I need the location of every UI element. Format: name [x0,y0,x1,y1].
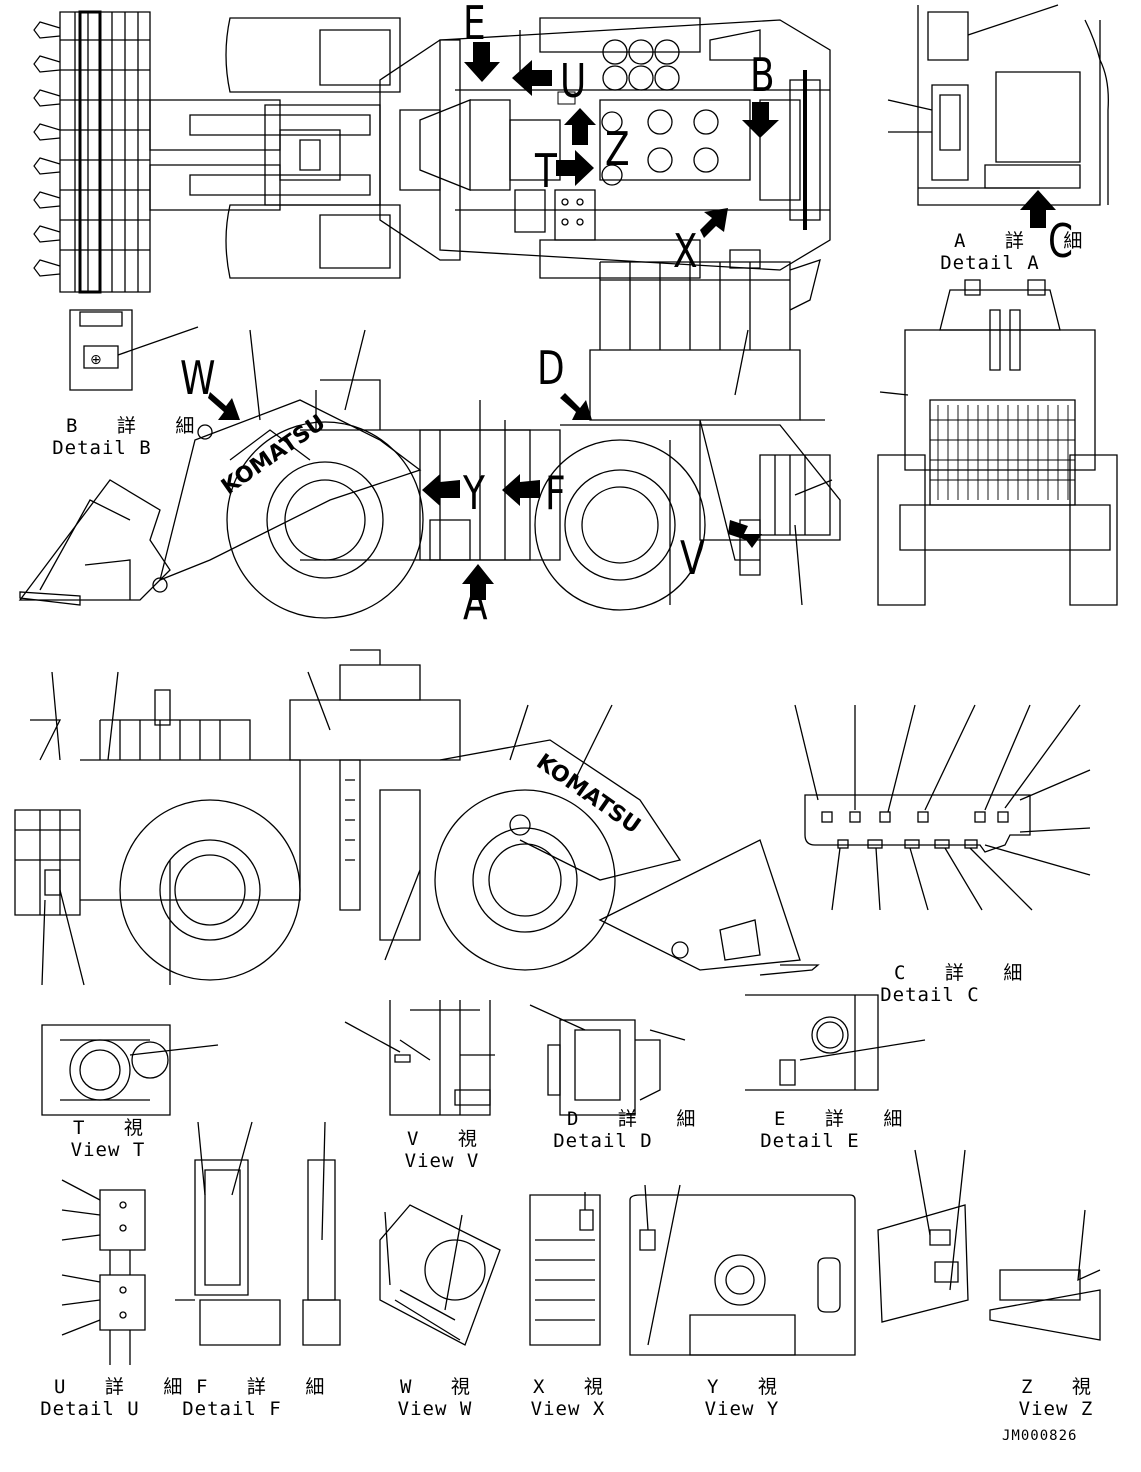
caption-detail-a-en: Detail A [940,252,1040,274]
detail-f-drawing [175,1121,341,1346]
caption-view-t-jp: T 視 [73,1117,157,1139]
view-letter-t: T [535,144,557,198]
view-letter-w: W [180,351,216,405]
view-t-drawing [41,1024,219,1116]
caption-view-w-en: View W [397,1398,473,1420]
caption-view-z-en: View Z [1018,1398,1094,1420]
caption-view-y-jp: Y 視 [707,1376,791,1398]
caption-detail-d-jp: D 詳 細 [567,1108,710,1130]
caption-view-x: X 視 View X [518,1376,618,1420]
view-w-drawing [379,1204,501,1346]
caption-detail-u: U 詳 細 Detail U [40,1376,197,1420]
top-plan-view [33,10,831,294]
caption-detail-f-en: Detail F [182,1398,282,1420]
caption-view-w: W 視 View W [385,1376,485,1420]
caption-view-t-en: View T [70,1139,146,1161]
drawing-code: JM000826 [1002,1428,1078,1444]
caption-detail-c: C 詳 細 Detail C [880,962,1037,1006]
caption-detail-e-en: Detail E [760,1130,860,1152]
caption-view-y: Y 視 View Y [692,1376,792,1420]
caption-detail-c-en: Detail C [880,984,980,1006]
detail-c-drawing [794,704,1091,911]
view-letter-x: X [673,224,698,278]
caption-view-v: V 視 View V [392,1128,492,1172]
caption-view-v-en: View V [404,1150,480,1172]
caption-detail-d: D 詳 細 Detail D [553,1108,710,1152]
caption-detail-b: B 詳 細 Detail B [52,415,209,459]
caption-detail-f: F 詳 細 Detail F [182,1376,339,1420]
caption-detail-u-jp: U 詳 細 [54,1376,197,1398]
detail-d-drawing [529,1004,686,1116]
detail-a-drawing [887,4,1109,228]
caption-detail-e: E 詳 細 Detail E [760,1108,917,1152]
caption-view-z-jp: Z 視 [1021,1376,1105,1398]
view-letter-u: U [560,54,587,108]
caption-view-y-en: View Y [704,1398,780,1420]
side-view-left [18,259,841,619]
view-letter-v: V [680,531,705,585]
view-z-drawing [877,1149,1101,1341]
view-letter-y: Y [463,466,485,520]
view-letter-z: Z [605,122,630,176]
caption-detail-e-jp: E 詳 細 [774,1108,917,1130]
caption-view-x-jp: X 視 [533,1376,617,1398]
caption-view-w-jp: W 視 [400,1376,484,1398]
detail-b-drawing: ⊕ [69,309,199,391]
caption-detail-f-jp: F 詳 細 [196,1376,339,1398]
view-y-drawing [629,1184,856,1356]
caption-view-v-jp: V 視 [407,1128,491,1150]
view-x-drawing [529,1192,601,1346]
caption-view-x-en: View X [530,1398,606,1420]
caption-view-z: Z 視 View Z [1006,1376,1106,1420]
detail-u-drawing [61,1179,146,1365]
view-letter-b: B [750,48,775,102]
detail-e-drawing [745,994,926,1091]
view-v-drawing [344,1000,495,1116]
caption-detail-d-en: Detail D [553,1130,653,1152]
caption-detail-b-en: Detail B [52,437,152,459]
view-letter-d: D [537,341,565,395]
caption-detail-a-jp: A 詳 細 [954,230,1097,252]
caption-detail-b-jp: B 詳 細 [66,415,209,437]
view-letter-e: E [463,0,486,50]
side-view-main [14,649,820,986]
caption-detail-a: A 詳 細 Detail A [940,230,1097,274]
front-view [877,279,1118,606]
view-letter-f: F [545,466,566,520]
view-letter-c: C [1048,214,1074,268]
caption-detail-u-en: Detail U [40,1398,140,1420]
caption-detail-c-jp: C 詳 細 [894,962,1037,984]
svg-text:⊕: ⊕ [90,352,102,368]
caption-view-t: T 視 View T [58,1117,158,1161]
view-letter-a: A [463,576,488,630]
